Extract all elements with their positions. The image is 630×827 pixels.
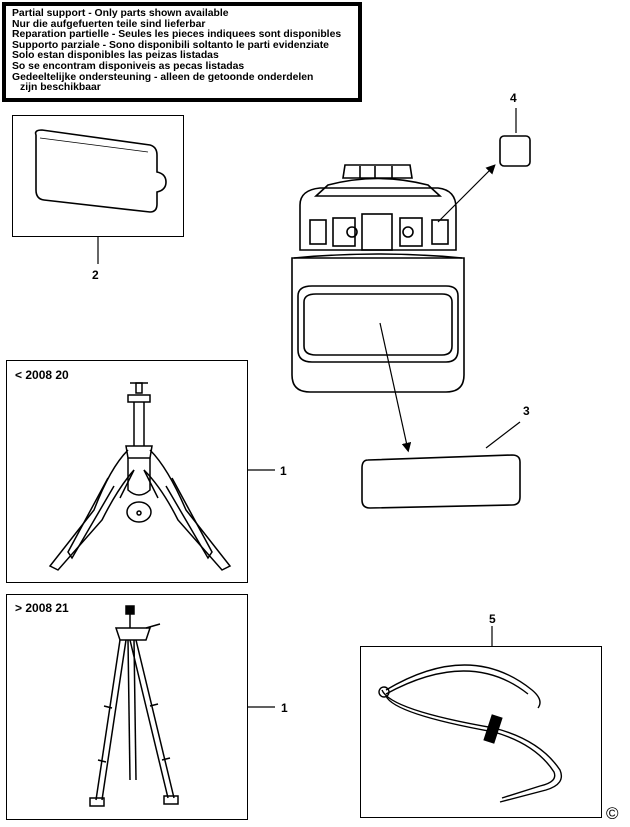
callout-arrow-4 (437, 164, 496, 223)
part-2-box (12, 115, 184, 237)
notice-line-en: Partial support - Only parts shown avail… (12, 8, 229, 19)
callout-number-1-large-tripod: 1 (281, 701, 288, 715)
battery-cover-drawing (34, 129, 167, 213)
notice-line-fr: Reparation partielle - Seules les pieces… (12, 29, 342, 41)
laser-unit-drawing (291, 164, 465, 393)
cap-drawing (499, 135, 531, 167)
notice-line-de: Nur die aufgefuerten teile sind lieferba… (12, 18, 206, 30)
copyright-symbol: © (606, 804, 619, 823)
callout-number-3: 3 (523, 404, 530, 418)
callout-number-2: 2 (92, 268, 99, 282)
notice-line-es: Solo estan disponibles las peizas listad… (12, 50, 219, 62)
partial-support-notice: Partial support - Only parts shown avail… (2, 2, 362, 102)
notice-line-pt: So se encontram disponiveis as pecas lis… (12, 60, 245, 72)
notice-line-nl-cont: zijn beschikbaar (20, 82, 101, 94)
tripod-small-box (6, 360, 248, 583)
callout-line-3 (485, 421, 521, 449)
tripod-large-label: > 2008 21 (15, 601, 69, 615)
tripod-large-box (6, 594, 248, 820)
notice-line-it: Supporto parziale - Sono disponibili sol… (12, 39, 329, 51)
callout-number-1-small-tripod: 1 (280, 464, 287, 478)
cable-tie-drawing (378, 664, 563, 803)
window-drawing (361, 454, 521, 509)
callout-number-4: 4 (510, 91, 517, 105)
large-tripod-drawing (89, 605, 179, 807)
tripod-small-label: < 2008 20 (15, 368, 69, 382)
notice-line-nl: Gedeeltelijke ondersteuning - alleen de … (12, 71, 314, 83)
small-tripod-drawing (48, 382, 232, 571)
part-5-box (360, 646, 602, 818)
callout-number-5: 5 (489, 612, 496, 626)
callout-arrow-3 (379, 322, 412, 453)
